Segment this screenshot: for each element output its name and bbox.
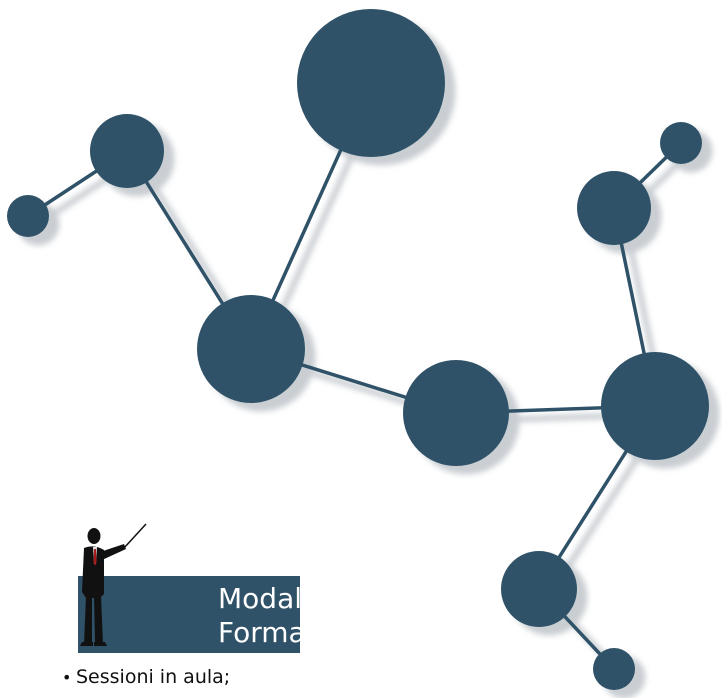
bullet-marker: •: [62, 668, 72, 687]
node-large: [297, 9, 445, 157]
node-hub: [197, 295, 305, 403]
list-item: • Sessioni in aula;: [62, 664, 230, 691]
node-hub: [403, 360, 509, 466]
bullet-list: • Sessioni in aula;: [62, 664, 230, 691]
node-small: [593, 648, 635, 690]
bullet-text: Sessioni in aula;: [76, 666, 231, 688]
section-title-line1: Modalità: [218, 582, 338, 615]
node-small: [7, 195, 49, 237]
section-title: Modalità Formative: [218, 582, 359, 650]
section-title-line2: Formative: [218, 616, 359, 649]
node-medium: [90, 114, 164, 188]
node-medium: [577, 171, 651, 245]
section-badge: Modalità Formative: [78, 576, 359, 653]
node-small: [660, 122, 702, 164]
node-hub: [601, 352, 709, 460]
network-nodes: [7, 9, 709, 690]
presenter-silhouette-icon: [80, 523, 147, 646]
node-medium: [501, 551, 577, 627]
